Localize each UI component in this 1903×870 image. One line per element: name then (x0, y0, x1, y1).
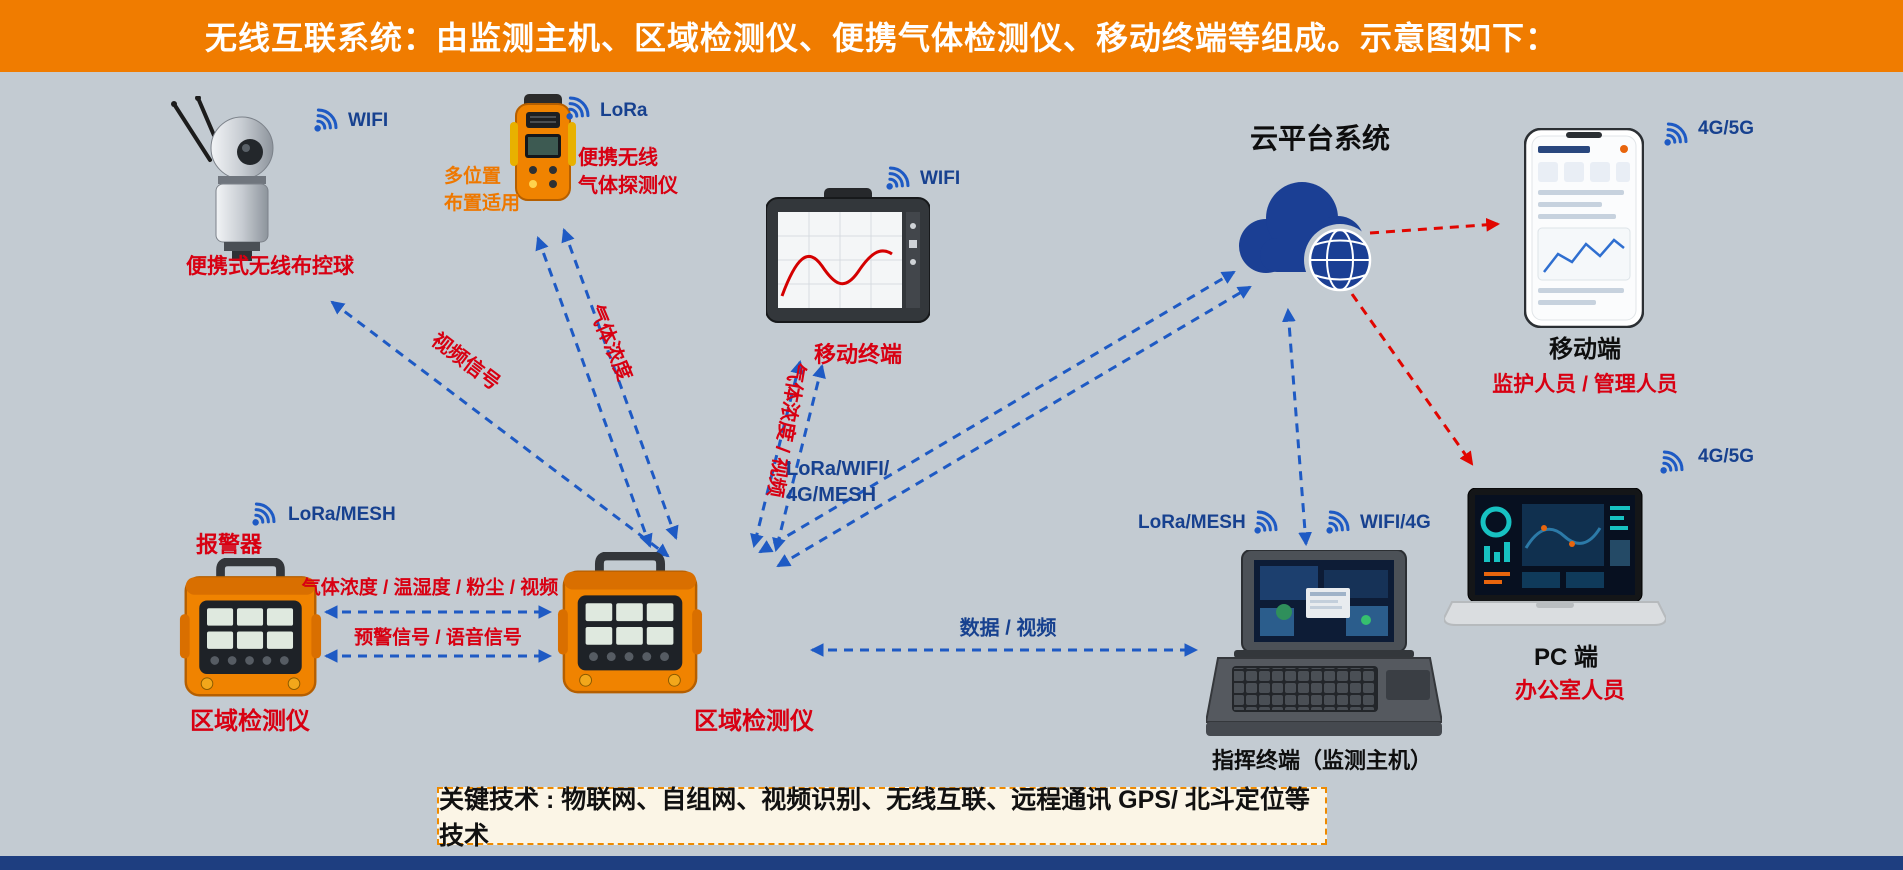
gas-detector-label-line2: 气体探测仪 (578, 175, 678, 197)
cloud-title: 云平台系统 (1249, 123, 1391, 154)
ball-camera-device (171, 96, 274, 261)
phone-signal-label: 4G/5G (1698, 118, 1754, 139)
header-bar: 无线互联系统：由监测主机、区域检测仪、便携气体检测仪、移动终端等组成。示意图如下… (0, 0, 1903, 72)
wireless-signal-icon (244, 498, 280, 534)
tablet-label: 移动终端 (813, 342, 903, 367)
command-terminal-device (1206, 550, 1442, 736)
edge-label-warning-signal: 预警信号 / 语音信号 (354, 627, 522, 649)
edge-label-data-video: 数据 / 视频 (959, 617, 1057, 640)
edge-label-lora-wifi: LoRa/WIFI/ 4G/MESH (786, 456, 889, 508)
edge-label-lora-wifi-line1: LoRa/WIFI/ (786, 458, 890, 480)
area-detector-device (556, 552, 704, 700)
arrow-cloud-pc (1350, 293, 1474, 466)
phone-sublabel: 监护人员 / 管理人员 (1492, 373, 1678, 396)
arrow-ballcam-detector (330, 300, 670, 558)
gas-detector-device (510, 94, 576, 201)
area-detector-label: 区域检测仪 (694, 708, 814, 735)
wireless-signal-icon (1246, 506, 1282, 542)
ball-camera-signal-label: WIFI (348, 110, 389, 131)
cloud-platform-icon (1239, 182, 1376, 296)
arrow-detector-cloud-b (776, 285, 1252, 568)
gas-detector-note-line2: 布置适用 (444, 193, 521, 214)
wireless-signal-icon (878, 162, 914, 198)
page-title: 无线互联系统：由监测主机、区域检测仪、便携气体检测仪、移动终端等组成。示意图如下… (205, 20, 1559, 56)
tablet-signal-label: WIFI (920, 168, 961, 189)
command-terminal-label: 指挥终端（监测主机） (1211, 748, 1433, 773)
arrow-cloud-phone (1369, 217, 1501, 235)
footer-strip (0, 856, 1903, 870)
key-tech-box: 关键技术 : 物联网、自组网、视频识别、无线互联、远程通讯 GPS/ 北斗定位等… (437, 786, 1327, 850)
wireless-signal-icon (306, 104, 342, 140)
command-signal-left-label: LoRa/MESH (1138, 512, 1246, 533)
command-signal-right-label: WIFI/4G (1360, 512, 1431, 533)
key-tech-text: 关键技术 : 物联网、自组网、视频识别、无线互联、远程通讯 GPS/ 北斗定位等… (439, 786, 1310, 850)
wireless-signal-icon (558, 92, 594, 128)
wireless-signal-icon (1652, 446, 1688, 482)
gas-detector-signal-label: LoRa (600, 100, 648, 121)
pc-laptop-device (1444, 488, 1666, 626)
phone-label: 移动端 (1549, 336, 1621, 363)
pc-sublabel: 办公室人员 (1514, 678, 1626, 703)
edge-label-lora-wifi-line2: 4G/MESH (786, 484, 877, 506)
alarm-label: 报警器 (196, 532, 263, 557)
mobile-app-phone-device (1524, 128, 1644, 328)
edge-label-sensor-data: 气体浓度 / 温湿度 / 粉尘 / 视频 (301, 577, 559, 599)
wireless-signal-icon (1656, 118, 1692, 154)
alarm-signal-label: LoRa/MESH (288, 504, 396, 525)
wireless-signal-icon (1318, 506, 1354, 542)
gas-detector-label-line1: 便携无线 (578, 147, 658, 169)
gas-detector-note-line1: 多位置 (444, 166, 502, 187)
arrow-command-cloud (1282, 307, 1312, 547)
pc-label: PC 端 (1533, 644, 1599, 671)
alarm-device-label: 区域检测仪 (190, 708, 310, 735)
arrow-gasdet-detector-b (561, 228, 679, 540)
mobile-terminal-device (766, 188, 930, 323)
ball-camera-label: 便携式无线布控球 (186, 255, 354, 278)
pc-signal-label: 4G/5G (1698, 446, 1754, 467)
